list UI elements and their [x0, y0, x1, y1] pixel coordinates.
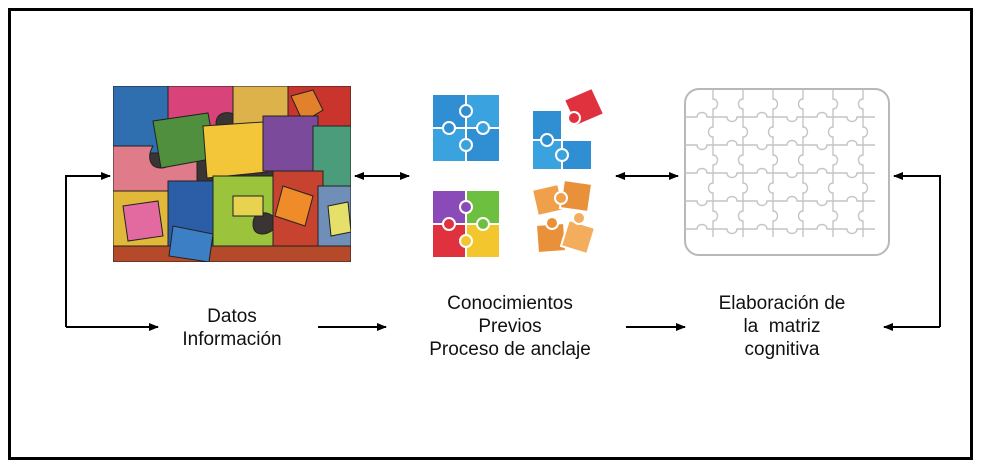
four-puzzle-groups-image — [414, 80, 614, 270]
left-loop-arrow — [65, 172, 111, 327]
label-line: cognitiva — [744, 339, 820, 360]
label-line: Conocimientos — [447, 293, 573, 314]
blank-jigsaw-grid-image — [684, 88, 890, 256]
label-line: Elaboración de — [718, 293, 846, 314]
label-elaboracion-matriz: Elaboración de la matriz cognitiva — [692, 292, 872, 361]
label-conocimientos-previos: Conocimientos Previos Proceso de anclaje — [398, 292, 622, 361]
label-line: Proceso de anclaje — [429, 339, 591, 360]
label-line: Previos — [478, 316, 542, 337]
colorful-puzzle-pieces-image — [113, 86, 351, 262]
label-line: Datos — [207, 306, 257, 327]
right-loop-arrow-top — [893, 172, 941, 327]
label-line: Información — [182, 329, 282, 350]
label-line: la matriz — [743, 316, 821, 337]
label-datos-informacion: Datos Información — [162, 305, 302, 351]
